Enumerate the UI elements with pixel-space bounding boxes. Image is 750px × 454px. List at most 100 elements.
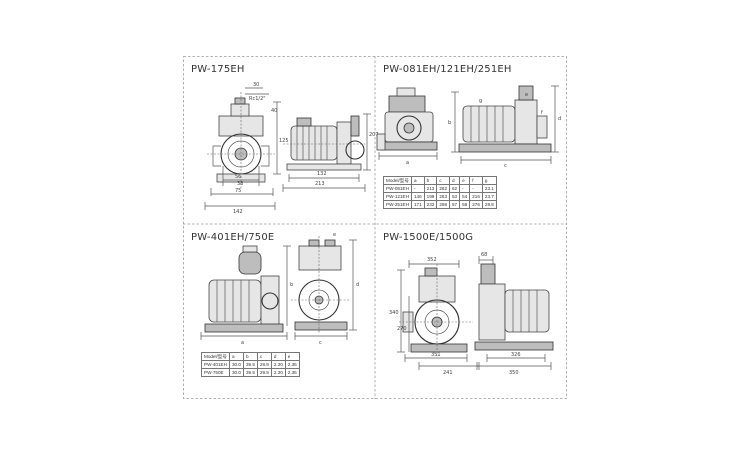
table-cell: -	[410, 184, 425, 193]
spec-sheet: PW-175EH	[183, 56, 567, 399]
table-cell: PW-121EH	[383, 192, 412, 201]
table-cell: 262	[436, 184, 450, 193]
table-cell: PW-251EH	[383, 200, 412, 209]
dim-label: 241	[443, 370, 453, 376]
table-cell: 171	[410, 200, 425, 209]
table-cell: 39.5	[242, 360, 258, 369]
panel-grid	[183, 56, 567, 399]
table-cell: 2.35	[284, 360, 300, 369]
pw-401eh-drawing: a b c d e	[200, 232, 359, 346]
dim-label: g	[479, 98, 482, 104]
table-cell: 23.1	[481, 184, 497, 193]
table-header-cell: Model/型号	[201, 352, 230, 361]
table-header-cell: g	[481, 176, 497, 185]
dim-label: d	[356, 282, 359, 288]
panel-pw-175eh: PW-175EH	[183, 56, 379, 224]
dim-label: c	[504, 163, 507, 169]
panel-title: PW-081EH/121EH/251EH	[383, 64, 512, 75]
table-cell: 199	[423, 192, 438, 201]
table-row: PW-081EH - 213 262 62 - - 23.1	[383, 184, 497, 193]
table-cell: 146	[410, 192, 425, 201]
front-view	[204, 87, 281, 210]
dim-label: Rc1/2"	[249, 96, 266, 102]
table-header-cell: b	[242, 352, 258, 361]
dim-label: 38	[237, 181, 243, 187]
dim-label: 270	[397, 326, 407, 332]
table-cell: PW-750E	[201, 368, 230, 377]
dim-label: e	[525, 92, 528, 98]
table-cell: 2.30	[270, 368, 286, 377]
table-row: PW-251EH 171 232 298 57 58 276 29.8	[383, 200, 497, 209]
dimension-table: Model/型号 a b c d e f g PW-081EH - 213 26…	[383, 176, 497, 209]
dim-label: 350	[509, 370, 519, 376]
pump-side-view	[200, 245, 291, 340]
table-header-cell: f	[469, 176, 483, 185]
table-row: PW-121EH 146 199 263 53 54 216 23.7	[383, 192, 497, 201]
table-header-cell: a	[410, 176, 425, 185]
table-header-cell: a	[228, 352, 244, 361]
table-header-cell: c	[256, 352, 272, 361]
panel-pw-401eh-750e: PW-401EH/750E	[183, 224, 375, 399]
table-cell: 2.30	[270, 360, 286, 369]
panel-pw-081eh-121eh-251eh: PW-081EH/121EH/251EH	[375, 56, 567, 224]
table-header-row: Model/型号 a b c d e	[201, 352, 300, 361]
dim-label: a	[406, 160, 409, 166]
dim-label: 75	[235, 188, 241, 194]
table-header-cell: b	[423, 176, 438, 185]
table-cell: PW-401EH	[201, 360, 230, 369]
pump-front-view	[397, 260, 480, 370]
table-header-cell: e	[459, 176, 471, 185]
dim-label: 352	[427, 257, 437, 263]
dim-label: 340	[389, 310, 399, 316]
pump-side-view	[474, 256, 554, 370]
pump-right-view	[451, 85, 559, 164]
table-cell: 30.0	[228, 360, 244, 369]
table-cell: 2.35	[284, 368, 300, 377]
table-cell: 263	[436, 192, 450, 201]
dim-label: c	[319, 340, 322, 346]
table-header-cell: Model/型号	[383, 176, 412, 185]
pw-1500e-drawing: 352 68 340 270 351 326 241 350	[389, 252, 554, 376]
dim-label: 207	[369, 132, 379, 138]
table-cell: 39.5	[242, 368, 258, 377]
dim-label: d	[558, 116, 561, 122]
table-cell: 23.7	[481, 192, 497, 201]
table-cell: 29.8	[481, 200, 497, 209]
dim-label: 68	[481, 252, 487, 258]
dim-label: 142	[233, 209, 243, 215]
table-header-row: Model/型号 a b c d e f g	[383, 176, 497, 185]
table-cell: -	[459, 184, 471, 193]
panel-pw-1500e-1500g: PW-1500E/1500G	[375, 224, 567, 399]
pw-081eh-drawing: a b c d e f g	[376, 85, 561, 169]
side-view	[282, 113, 371, 192]
pump-front-view	[291, 236, 357, 340]
table-cell: 213	[423, 184, 438, 193]
table-row: PW-750E 30.0 39.5 29.9 2.30 2.35	[201, 368, 300, 377]
dim-label: 125	[279, 138, 289, 144]
table-cell: 62	[448, 184, 461, 193]
table-cell: 232	[423, 200, 438, 209]
dim-label: 56	[235, 174, 241, 180]
table-cell: 29.9	[256, 368, 272, 377]
pump-left-view	[376, 87, 438, 160]
dim-label: 132	[317, 171, 327, 177]
dim-label: 40	[271, 108, 277, 114]
dim-label: 351	[431, 352, 441, 358]
table-cell: 53	[448, 192, 461, 201]
dim-label: e	[333, 232, 336, 238]
table-cell: 57	[448, 200, 461, 209]
table-header-cell: d	[448, 176, 461, 185]
dim-label: b	[448, 120, 451, 126]
table-cell: 28.9	[256, 360, 272, 369]
table-cell: 30.0	[228, 368, 244, 377]
table-cell: PW-081EH	[383, 184, 412, 193]
dimension-table: Model/型号 a b c d e PW-401EH 30.0 39.5 28…	[201, 352, 300, 377]
table-cell: 298	[436, 200, 450, 209]
dim-label: f	[541, 110, 543, 116]
table-row: PW-401EH 30.0 39.5 28.9 2.30 2.35	[201, 360, 300, 369]
table-cell: -	[469, 184, 483, 193]
table-cell: 276	[469, 200, 483, 209]
table-header-cell: c	[436, 176, 450, 185]
dim-label: b	[290, 282, 293, 288]
table-cell: 216	[469, 192, 483, 201]
